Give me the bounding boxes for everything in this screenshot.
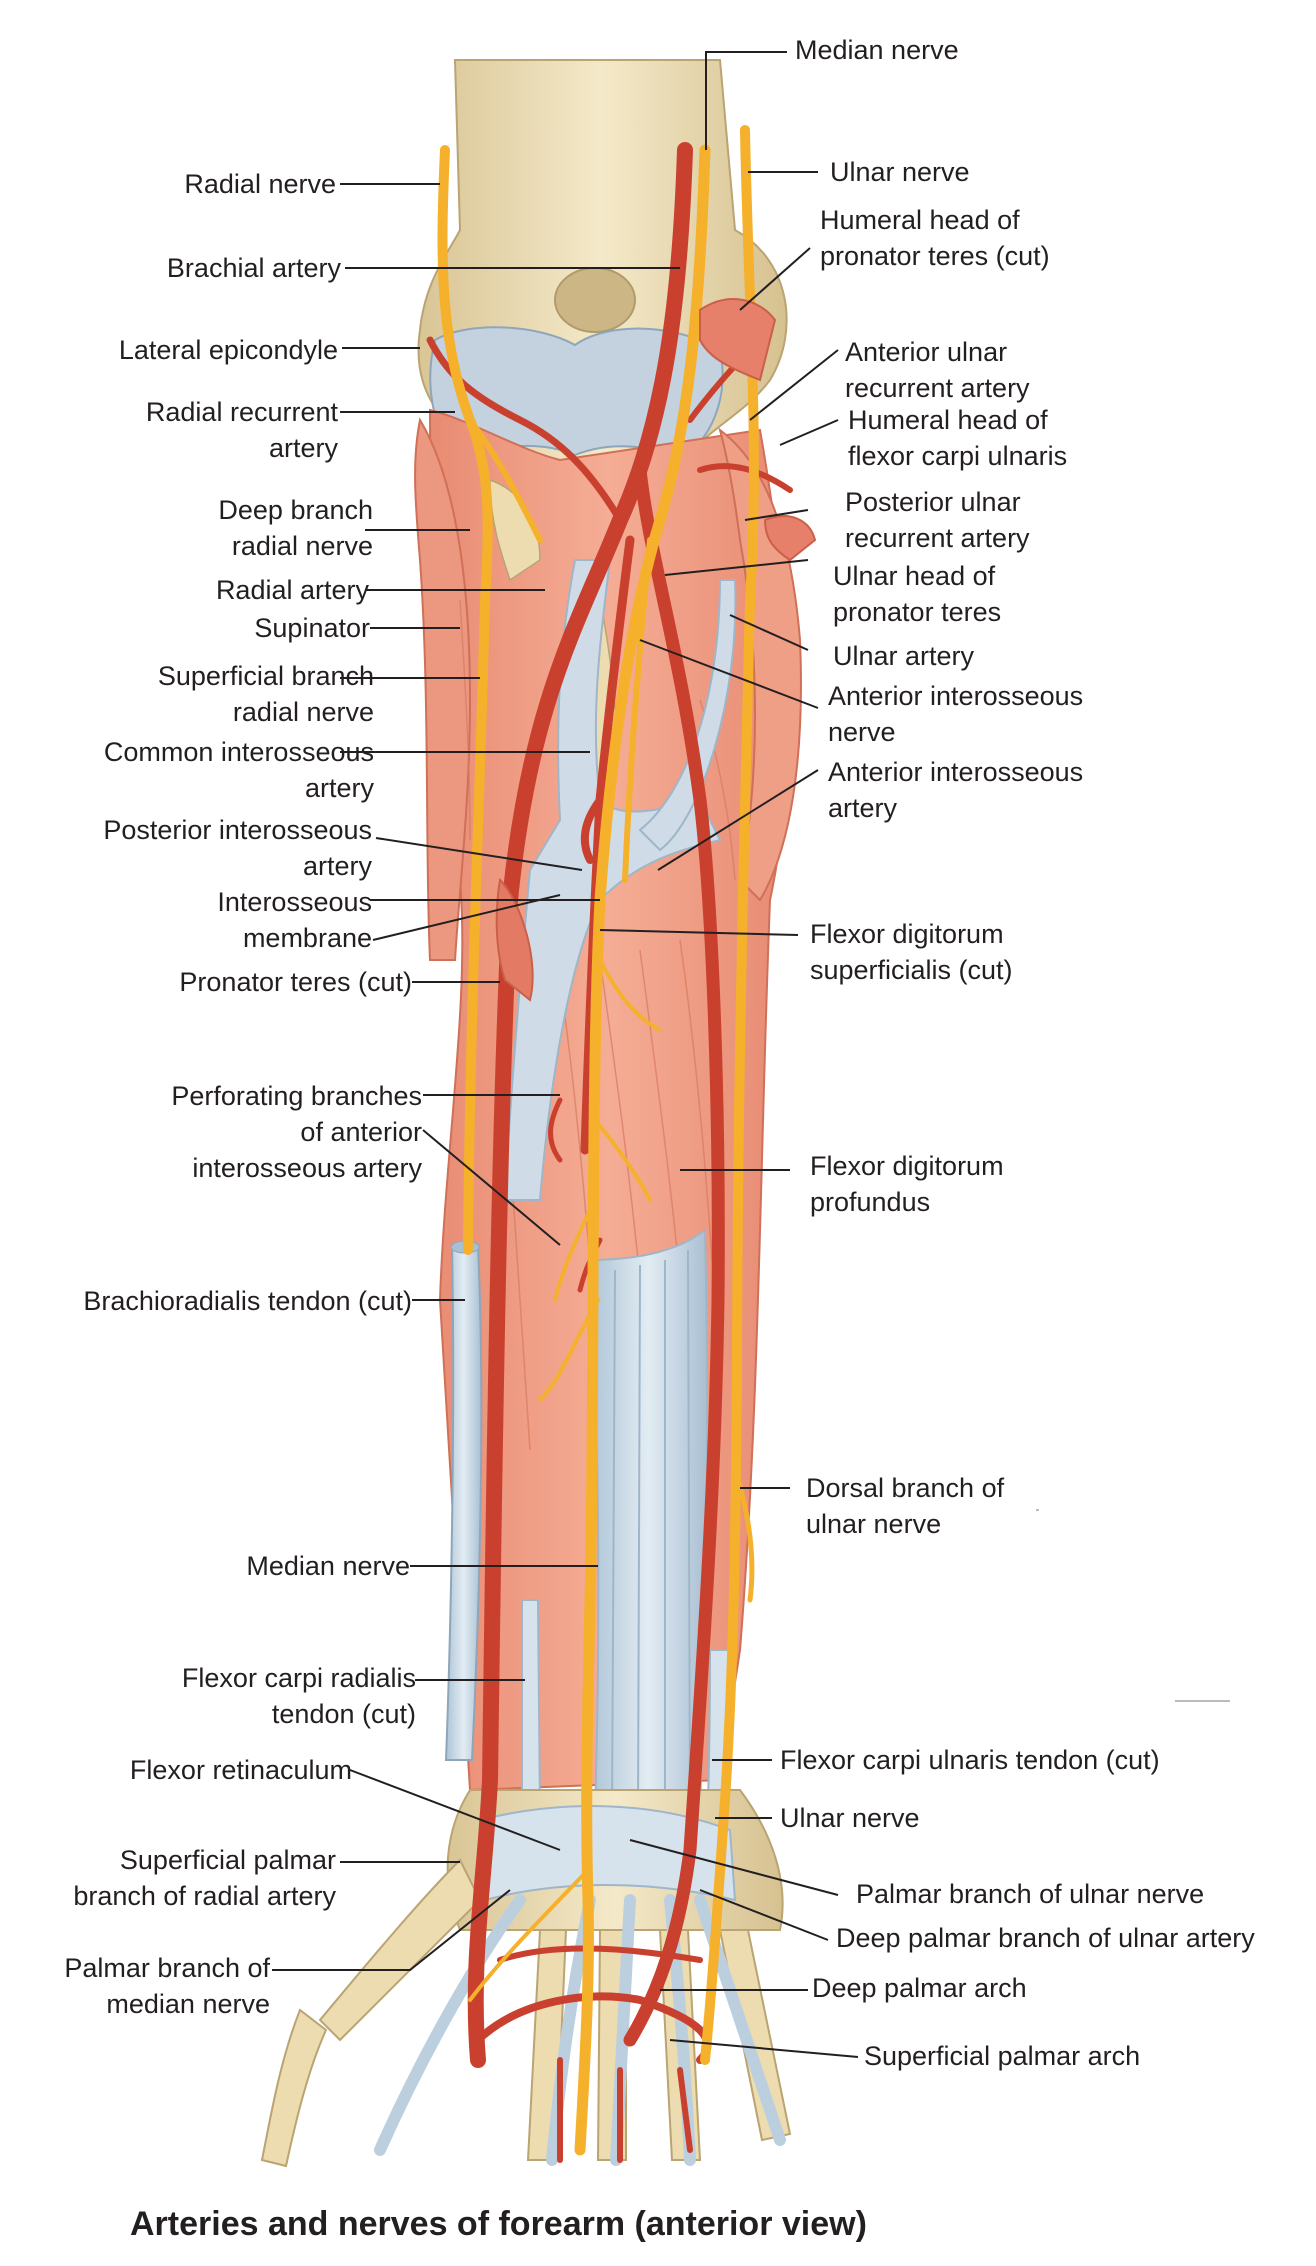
label-radial-recurrent-artery: Radial recurrent artery — [145, 397, 338, 463]
label-superficial-palmar-arch: Superficial palmar arch — [864, 2041, 1141, 2071]
label-radial-nerve: Radial nerve — [184, 169, 336, 199]
label-anterior-interosseous-nerve: Anterior interosseous nerve — [828, 681, 1084, 747]
label-anterior-ulnar-recurrent: Anterior ulnar recurrent artery — [845, 337, 1030, 403]
label-dorsal-branch-ulnar: Dorsal branch of ulnar nerve — [806, 1473, 1005, 1539]
label-flexor-retinaculum: Flexor retinaculum — [129, 1755, 352, 1785]
label-palmar-branch-ulnar-nerve: Palmar branch of ulnar nerve — [856, 1879, 1205, 1909]
label-fcu-tendon: Flexor carpi ulnaris tendon (cut) — [780, 1745, 1160, 1775]
label-ulnar-artery: Ulnar artery — [833, 641, 975, 671]
label-deep-palmar-branch-ulnar-artery: Deep palmar branch of ulnar artery — [836, 1923, 1255, 1953]
label-fdp: Flexor digitorum profundus — [810, 1151, 1004, 1217]
label-brachioradialis-tendon: Brachioradialis tendon (cut) — [83, 1286, 412, 1316]
label-supinator: Supinator — [254, 613, 370, 643]
label-palmar-branch-median: Palmar branch of median nerve — [64, 1953, 270, 2019]
label-humeral-head-fcu: Humeral head of flexor carpi ulnaris — [848, 405, 1068, 471]
label-median-nerve-top: Median nerve — [795, 35, 959, 65]
flexor-retinaculum — [478, 1805, 737, 1902]
stray-marks — [1036, 1509, 1230, 1702]
label-median-nerve-lower: Median nerve — [246, 1551, 410, 1581]
label-common-interosseous-artery: Common interosseous artery — [103, 737, 374, 803]
label-humeral-head-pronator: Humeral head of pronator teres (cut) — [820, 205, 1050, 271]
label-superficial-palmar-branch: Superficial palmar branch of radial arte… — [73, 1845, 336, 1911]
label-deep-palmar-arch: Deep palmar arch — [812, 1973, 1027, 2003]
leader-lines — [272, 51, 859, 2058]
label-deep-branch-radial-nerve: Deep branch radial nerve — [218, 495, 373, 561]
label-lateral-epicondyle: Lateral epicondyle — [118, 335, 338, 365]
label-perforating-branches: Perforating branches of anterior interos… — [171, 1081, 422, 1183]
nerves — [437, 125, 759, 2156]
label-fds-cut: Flexor digitorum superficialis (cut) — [810, 919, 1013, 985]
label-posterior-interosseous-artery: Posterior interosseous artery — [103, 815, 372, 881]
label-ulnar-nerve-top: Ulnar nerve — [830, 157, 970, 187]
label-brachial-artery: Brachial artery — [166, 253, 341, 283]
cut-muscles — [495, 298, 817, 1002]
label-anterior-interosseous-artery: Anterior interosseous artery — [828, 757, 1084, 823]
label-posterior-ulnar-recurrent: Posterior ulnar recurrent artery — [845, 487, 1030, 553]
label-interosseous-membrane: Interosseous membrane — [217, 887, 372, 953]
label-superficial-branch-radial-nerve: Superficial branch radial nerve — [157, 661, 374, 727]
label-ulnar-nerve-low: Ulnar nerve — [780, 1803, 920, 1833]
label-ulnar-head-pronator: Ulnar head of pronator teres — [833, 561, 1002, 627]
label-radial-artery: Radial artery — [215, 575, 369, 605]
label-pronator-teres-cut: Pronator teres (cut) — [179, 967, 412, 997]
label-fcr-tendon: Flexor carpi radialis tendon (cut) — [181, 1663, 416, 1729]
figure-caption: Arteries and nerves of forearm (anterior… — [130, 2205, 867, 2243]
flexor-tendons — [521, 1227, 732, 1881]
